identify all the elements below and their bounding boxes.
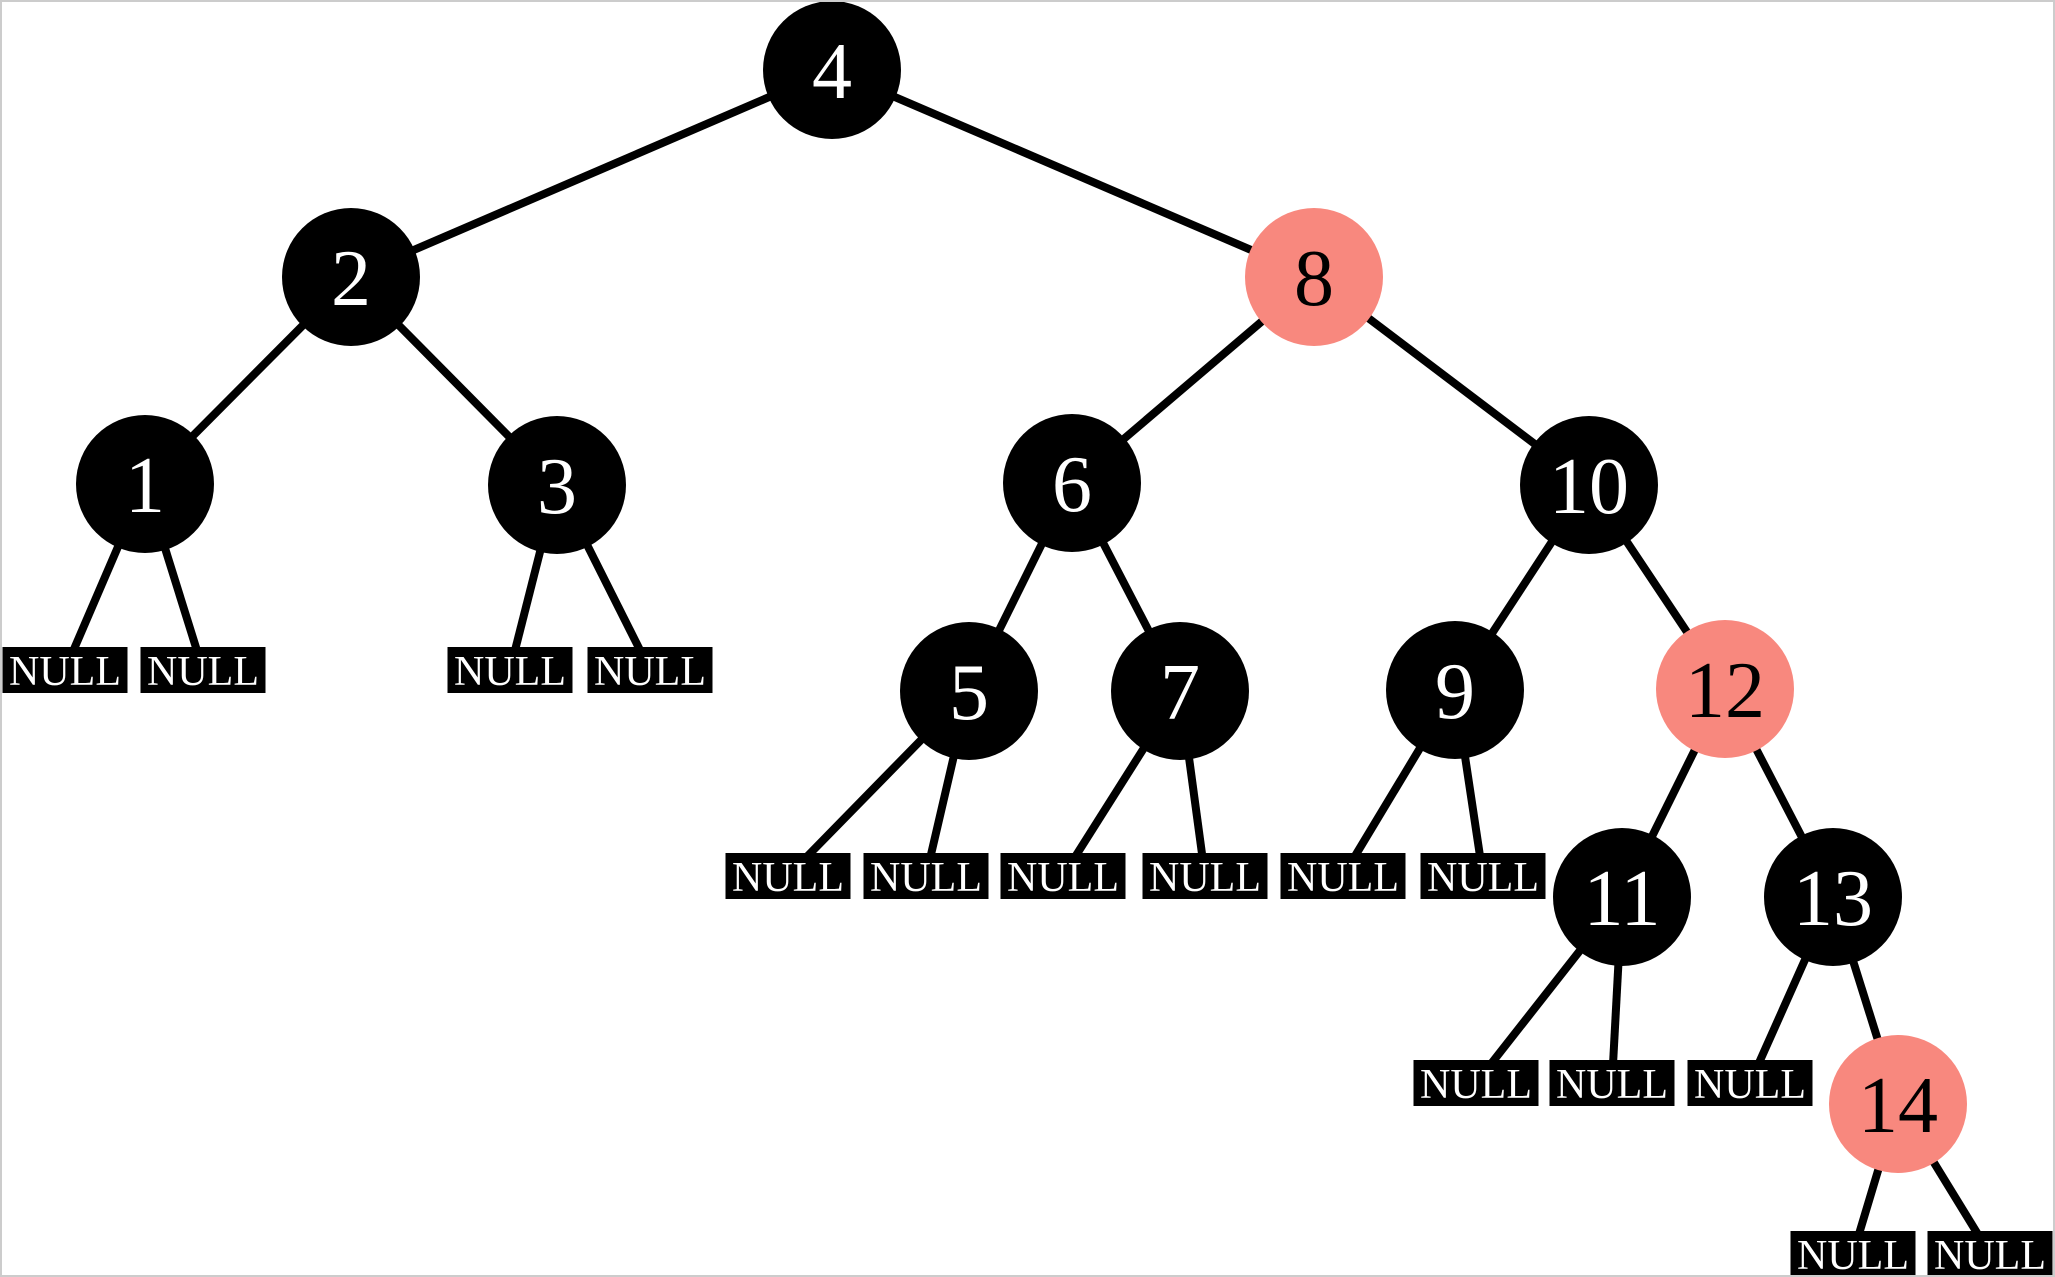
null-leaf-box <box>140 647 266 693</box>
tree-node-11: 11 <box>1553 828 1691 966</box>
node-key-label: 8 <box>1294 235 1334 323</box>
node-key-label: 12 <box>1685 647 1765 735</box>
black-node-circle <box>900 622 1038 760</box>
null-leaf-label: NULL <box>1007 855 1119 901</box>
null-leaf-box <box>1280 853 1406 899</box>
null-leaf-null-7L: NULL <box>1000 853 1126 901</box>
null-leaf-null-3R: NULL <box>587 647 713 695</box>
tree-edge-n4-n2 <box>349 66 834 281</box>
node-key-label: 1 <box>125 442 165 530</box>
null-leaf-label: NULL <box>1694 1062 1806 1108</box>
null-leaf-label: NULL <box>732 855 844 901</box>
tree-node-4: 4 <box>763 2 901 139</box>
tree-node-9: 9 <box>1386 621 1524 759</box>
tree-node-8: 8 <box>1245 208 1383 346</box>
null-leaf-box <box>447 647 573 693</box>
black-node-circle <box>282 208 420 346</box>
null-leaf-null-11R: NULL <box>1549 1060 1675 1108</box>
null-leaf-null-1R: NULL <box>140 647 266 695</box>
black-node-circle <box>76 415 214 553</box>
tree-edge-n4-n8 <box>830 66 1316 281</box>
node-key-label: 3 <box>537 443 577 531</box>
null-leaf-null-5R: NULL <box>863 853 989 901</box>
tree-node-12: 12 <box>1656 620 1794 758</box>
black-node-circle <box>763 2 901 139</box>
black-node-circle <box>488 416 626 554</box>
null-leaf-label: NULL <box>1287 855 1399 901</box>
null-leaf-null-7R: NULL <box>1142 853 1268 901</box>
null-leaf-box <box>863 853 989 899</box>
null-leaf-label: NULL <box>1149 855 1261 901</box>
null-leaf-null-9R: NULL <box>1420 853 1546 901</box>
null-leaf-null-3L: NULL <box>447 647 573 695</box>
black-node-circle <box>1386 621 1524 759</box>
null-leaf-label: NULL <box>147 649 259 695</box>
null-leaf-label: NULL <box>1420 1062 1532 1108</box>
node-key-label: 4 <box>812 28 852 116</box>
black-node-circle <box>1111 622 1249 760</box>
null-leaf-label: NULL <box>1556 1062 1668 1108</box>
null-leaf-null-5L: NULL <box>725 853 851 901</box>
null-leaf-null-9L: NULL <box>1280 853 1406 901</box>
black-node-circle <box>1003 414 1141 552</box>
tree-node-10: 10 <box>1520 416 1658 554</box>
black-node-circle <box>1764 828 1902 966</box>
tree-node-1: 1 <box>76 415 214 553</box>
node-key-label: 13 <box>1793 855 1873 943</box>
tree-node-13: 13 <box>1764 828 1902 966</box>
node-key-label: 6 <box>1052 441 1092 529</box>
null-leaf-label: NULL <box>594 649 706 695</box>
null-leaf-box <box>725 853 851 899</box>
null-leaf-label: NULL <box>870 855 982 901</box>
black-node-circle <box>1553 828 1691 966</box>
red-node-circle <box>1829 1035 1967 1173</box>
null-leaf-label: NULL <box>1797 1233 1909 1277</box>
null-leaf-box <box>1687 1060 1813 1106</box>
null-leaf-label: NULL <box>454 649 566 695</box>
null-leaf-box <box>1000 853 1126 899</box>
null-leaf-label: NULL <box>1934 1233 2046 1277</box>
red-node-circle <box>1656 620 1794 758</box>
tree-node-5: 5 <box>900 622 1038 760</box>
null-leaf-box <box>1413 1060 1539 1106</box>
null-leaf-label: NULL <box>1427 855 1539 901</box>
node-key-label: 9 <box>1435 648 1475 736</box>
null-leaf-box <box>1549 1060 1675 1106</box>
node-key-label: 14 <box>1858 1062 1938 1150</box>
tree-node-2: 2 <box>282 208 420 346</box>
node-key-label: 10 <box>1549 443 1629 531</box>
node-key-label: 11 <box>1583 855 1660 943</box>
null-leaf-box <box>1142 853 1268 899</box>
black-node-circle <box>1520 416 1658 554</box>
red-node-circle <box>1245 208 1383 346</box>
null-leaf-null-14R: NULL <box>1927 1231 2053 1277</box>
null-leaf-null-11L: NULL <box>1413 1060 1539 1108</box>
tree-node-3: 3 <box>488 416 626 554</box>
node-key-label: 5 <box>949 649 989 737</box>
node-key-label: 2 <box>331 235 371 323</box>
tree-node-7: 7 <box>1111 622 1249 760</box>
null-leaf-box <box>1927 1231 2053 1275</box>
null-leaf-box <box>587 647 713 693</box>
null-leaf-box <box>1790 1231 1916 1275</box>
null-leaf-null-13L: NULL <box>1687 1060 1813 1108</box>
null-leaf-null-14L: NULL <box>1790 1231 1916 1277</box>
null-leaf-null-1L: NULL <box>2 647 128 695</box>
tree-node-6: 6 <box>1003 414 1141 552</box>
null-leaf-label: NULL <box>9 649 121 695</box>
null-leaf-box <box>1420 853 1546 899</box>
tree-node-14: 14 <box>1829 1035 1967 1173</box>
node-key-label: 7 <box>1160 649 1200 737</box>
null-leaf-box <box>2 647 128 693</box>
